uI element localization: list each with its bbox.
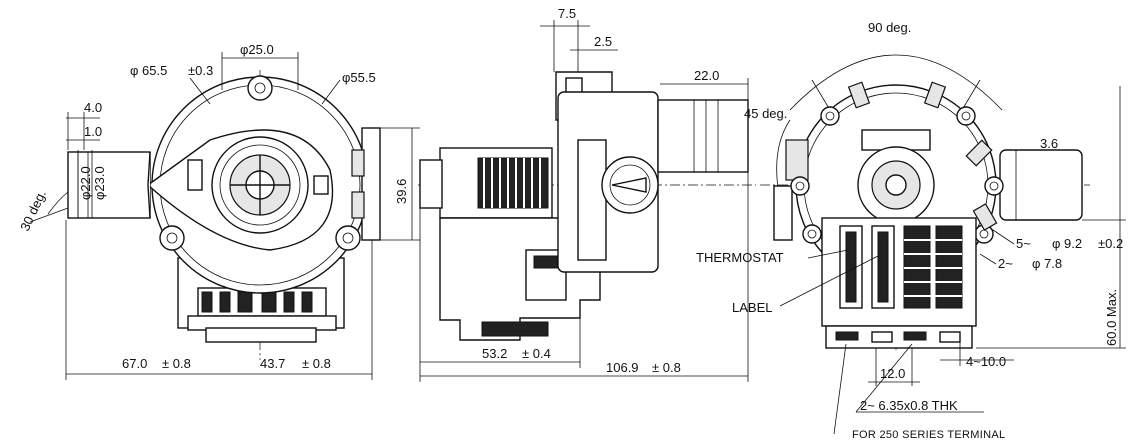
rear-outlet-tube xyxy=(999,149,1083,221)
front-slot-1 xyxy=(201,291,213,313)
side-w75-label: 7.5 xyxy=(558,6,576,21)
rear-clip-4 xyxy=(972,203,998,231)
rear-angle-90-label: 90 deg. xyxy=(868,20,911,35)
front-inlet-tube xyxy=(67,151,151,219)
front-angle-label: 30 deg. xyxy=(17,188,49,234)
rear-dim-hole2-leader xyxy=(979,253,997,265)
side-coil-stack xyxy=(477,157,549,209)
side-end-cap xyxy=(419,159,443,209)
front-ear-right xyxy=(335,225,361,251)
rear-thermostat-label: THERMOSTAT xyxy=(696,250,784,265)
front-tol-right-label: ± 0.8 xyxy=(302,356,331,371)
rear-hole2-label: 2~ xyxy=(998,256,1013,271)
front-right-flange xyxy=(361,127,381,241)
front-slot-5 xyxy=(283,291,295,313)
rear-w36-label: 3.6 xyxy=(1040,136,1058,151)
front-inlet-rib xyxy=(187,159,203,191)
rear-screw-holes xyxy=(790,106,1004,244)
front-dim-d555-leader xyxy=(321,79,341,105)
front-ear-left xyxy=(159,225,185,251)
side-terminal-pin xyxy=(533,255,559,269)
front-vent xyxy=(313,175,329,195)
front-w1-label: 1.0 xyxy=(84,124,102,139)
side-inlet-ring xyxy=(609,164,651,206)
rear-d78-label: φ 7.8 xyxy=(1032,256,1062,271)
side-inlet-arrow xyxy=(611,177,647,193)
front-slot-2 xyxy=(219,291,231,313)
side-len532-label: 53.2 xyxy=(482,346,507,361)
rear-h600-label: 60.0 Max. xyxy=(1104,289,1119,346)
front-ear-left-hole xyxy=(166,232,178,244)
rear-coil-fins xyxy=(904,239,962,297)
rear-terminal-note: FOR 250 SERIES TERMINAL xyxy=(852,429,1005,441)
front-base-foot xyxy=(205,327,317,343)
front-tube-join xyxy=(147,151,151,219)
rear-shaft xyxy=(885,174,907,196)
rear-tol02-label: ±0.2 xyxy=(1098,236,1123,251)
front-slot-6 xyxy=(301,291,313,313)
front-ear-top-hole xyxy=(254,82,266,94)
rear-label-leader xyxy=(779,255,879,307)
rear-terminal-4 xyxy=(939,331,961,343)
rear-terminal-2 xyxy=(871,331,893,343)
front-h396-label: 39.6 xyxy=(394,179,409,204)
front-d25-label: φ25.0 xyxy=(240,42,274,57)
front-d555-label: φ55.5 xyxy=(342,70,376,85)
front-impeller-ring-inner xyxy=(219,144,301,226)
front-tol-outer-label: ±0.3 xyxy=(188,63,213,78)
side-w25-label: 2.5 xyxy=(594,34,612,49)
rear-left-clip xyxy=(785,139,809,181)
side-coil-fins xyxy=(483,158,541,208)
rear-view: 90 deg. 45 deg. xyxy=(696,20,1126,441)
front-view: φ 65.5 ±0.3 φ25.0 φ55.5 4.0 1.0 φ22.0 φ2… xyxy=(17,42,420,380)
front-len-right-label: 43.7 xyxy=(260,356,285,371)
front-slot-3 xyxy=(237,291,253,313)
front-dim-d655-leader xyxy=(189,77,211,105)
rear-terminal-1 xyxy=(835,331,859,341)
rear-clip-1 xyxy=(847,81,871,109)
rear-thermostat-leader xyxy=(807,249,849,259)
side-tol1069-label: ± 0.8 xyxy=(652,360,681,375)
front-len-left-label: 67.0 xyxy=(122,356,147,371)
rear-terminal-leader-1 xyxy=(833,343,847,435)
rear-thermostat-core xyxy=(845,231,857,303)
front-angle-line xyxy=(29,207,69,223)
front-d22-label: φ22.0 xyxy=(78,166,93,200)
front-d23-label: φ23.0 xyxy=(92,166,107,200)
rear-clip-3 xyxy=(965,139,993,167)
rear-terminal-3 xyxy=(903,331,927,341)
rear-w12-label: 12.0 xyxy=(880,366,905,381)
rear-terminal-label: 2~ 6.35x0.8 THK xyxy=(860,398,958,413)
side-len22-label: 22.0 xyxy=(694,68,719,83)
side-outlet-tube xyxy=(657,99,749,173)
front-ear-right-hole xyxy=(342,232,354,244)
front-flange-clip-2 xyxy=(351,191,365,219)
side-view: 7.5 2.5 22.0 53.2 ± 0.4 106.9 ± 0.8 xyxy=(418,6,756,382)
rear-angle-45-label: 45 deg. xyxy=(744,106,787,121)
front-w4-label: 4.0 xyxy=(84,100,102,115)
rear-left-tab xyxy=(773,185,793,241)
front-tol-left-label: ± 0.8 xyxy=(162,356,191,371)
front-ear-top xyxy=(247,75,273,101)
rear-angle-90-arc xyxy=(789,54,1003,111)
front-angle-arc xyxy=(47,191,69,215)
side-len1069-label: 106.9 xyxy=(606,360,639,375)
rear-hole5-label: 5~ xyxy=(1016,236,1031,251)
front-d655-label: φ 65.5 xyxy=(130,63,167,78)
rear-dim-hole5-leader xyxy=(989,227,1015,245)
rear-label-core xyxy=(877,231,889,303)
rear-terminal-leader-2 xyxy=(855,343,913,413)
rear-d92-label: φ 9.2 xyxy=(1052,236,1082,251)
side-mid-plate xyxy=(577,139,607,261)
rear-gap-label: 4~10.0 xyxy=(966,354,1006,369)
side-tol532-label: ± 0.4 xyxy=(522,346,551,361)
rear-terminal-row xyxy=(825,325,973,349)
front-slot-4 xyxy=(261,291,277,313)
rear-label-label: LABEL xyxy=(732,300,772,315)
side-terminal xyxy=(481,321,549,337)
front-flange-clip-1 xyxy=(351,149,365,177)
rear-clip-2 xyxy=(923,81,947,109)
